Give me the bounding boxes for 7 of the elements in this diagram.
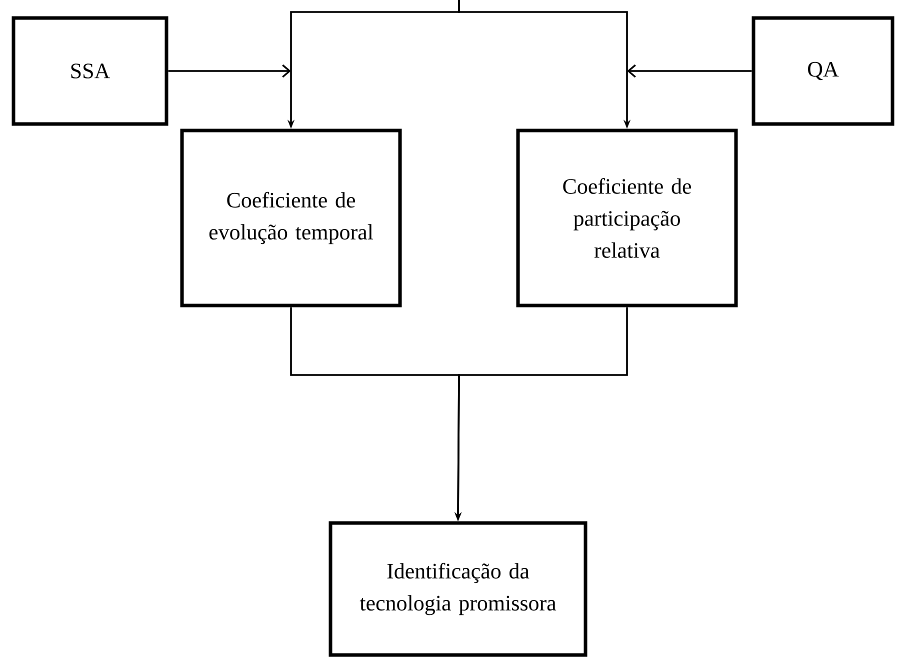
arrow: [627, 64, 752, 78]
process-box: Identificação da tecnologia promissora: [328, 521, 588, 657]
arrow: [168, 64, 291, 78]
process-box: Coeficiente de participação relativa: [516, 128, 738, 308]
process-box: QA: [752, 16, 894, 126]
process-box: Coeficiente de evolução temporal: [180, 128, 402, 308]
process-box: SSA: [12, 16, 168, 126]
